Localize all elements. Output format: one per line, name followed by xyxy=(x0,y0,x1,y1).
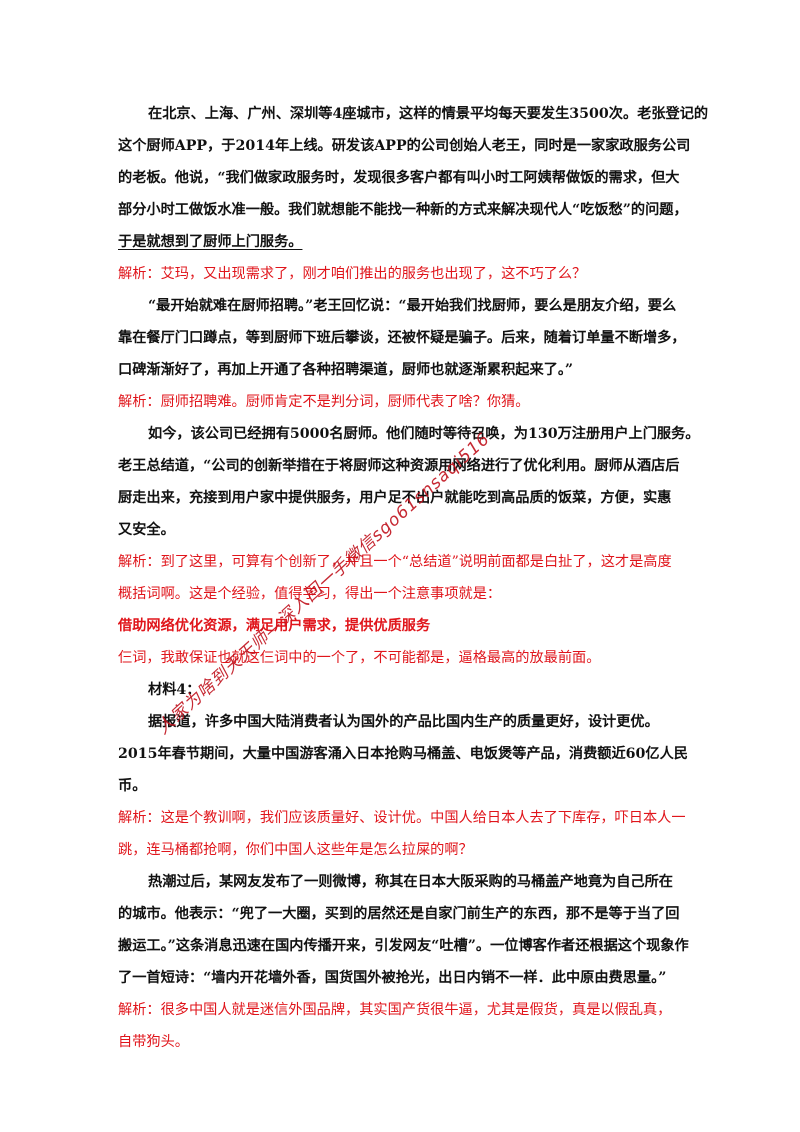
text-line: 于是就想到了厨师上门服务。 xyxy=(118,234,303,250)
text-line: 搬运工。”这条消息迅速在国内传播开来，引发网友“吐槽”。一位博客作者还根据这个现… xyxy=(118,938,689,954)
analysis-note-5: 解析：这是个教训啊，我们应该质量好、设计优。中国人给日本人去了下库存，吓日本人一… xyxy=(118,802,686,866)
text-line: 了一首短诗：“墙内开花墙外香，国货国外被抢光，出日内销不一样．此中原由费思量。” xyxy=(118,970,667,986)
note-line: 仨词，我敢保证也就这仨词中的一个了，不可能都是，逼格最高的放最前面。 xyxy=(118,650,601,666)
note-line: 解析：这是个教训啊，我们应该质量好、设计优。中国人给日本人去了下库存，吓日本人一 xyxy=(118,810,686,826)
note-line: 解析：艾玛，又出现需求了，刚才咱们推出的服务也出现了，这不巧了么？ xyxy=(118,266,587,282)
text-line: 的老板。他说，“我们做家政服务时，发现很多客户都有叫小时工阿姨帮做饭的需求，但大 xyxy=(118,170,680,186)
note-line: 解析：厨师招聘难。厨师肯定不是判分词，厨师代表了啥？你猜。 xyxy=(118,394,530,410)
analysis-note-4: 仨词，我敢保证也就这仨词中的一个了，不可能都是，逼格最高的放最前面。 xyxy=(118,642,686,674)
text-line: 口碑渐渐好了，再加上开通了各种招聘渠道，厨师也就逐渐累积起来了。” xyxy=(118,362,574,378)
text-line: 的城市。他表示：“兜了一大圈，买到的居然还是自家门前生产的东西，那不是等于当了回 xyxy=(118,906,680,922)
text-line: 2015年春节期间，大量中国游客涌入日本抢购马桶盖、电饭煲等产品，消费额近60亿… xyxy=(118,746,688,762)
key-point: 借助网络优化资源，满足用户需求，提供优质服务 xyxy=(118,610,686,642)
material-4-heading: 材料4： xyxy=(118,674,686,706)
note-line: 跳，连马桶都抢啊，你们中国人这些年是怎么拉屎的啊？ xyxy=(118,842,473,858)
text-line: 又安全。 xyxy=(118,522,175,538)
paragraph-5: 热潮过后，某网友发布了一则微博，称其在日本大阪采购的马桶盖产地竟为自己所在 的城… xyxy=(118,866,689,994)
text-line: “最开始就难在厨师招聘。”老王回忆说：“最开始我们找厨师，要么是朋友介绍，要么 xyxy=(148,298,677,314)
text-line: 厨走出来，充接到用户家中提供服务，用户足不出户就能吃到高品质的饭菜，方便，实惠 xyxy=(118,490,672,506)
text-line: 部分小时工做饭水准一般。我们就想能不能找一种新的方式来解决现代人“吃饭愁”的问题… xyxy=(118,202,688,218)
text-line: 币。 xyxy=(118,778,147,794)
key-point-text: 借助网络优化资源，满足用户需求，提供优质服务 xyxy=(118,618,431,634)
text-line: 据报道，许多中国大陆消费者认为国外的产品比国内生产的质量更好，设计更优。 xyxy=(148,714,659,730)
paragraph-2: “最开始就难在厨师招聘。”老王回忆说：“最开始我们找厨师，要么是朋友介绍，要么 … xyxy=(118,290,686,386)
note-line: 概括词啊。这是个经验，值得学习，得出一个注意事项就是： xyxy=(118,586,502,602)
paragraph-4: 据报道，许多中国大陆消费者认为国外的产品比国内生产的质量更好，设计更优。 201… xyxy=(118,706,688,802)
section-heading: 材料4： xyxy=(148,682,201,698)
note-line: 解析：到了这里，可算有个创新了，并且一个“总结道”说明前面都是白扯了，这才是高度 xyxy=(118,554,672,570)
analysis-note-3: 解析：到了这里，可算有个创新了，并且一个“总结道”说明前面都是白扯了，这才是高度… xyxy=(118,546,686,610)
paragraph-3: 如今，该公司已经拥有5000名厨师。他们随时等待召唤，为130万注册用户上门服务… xyxy=(118,418,700,546)
text-line: 这个厨师APP，于2014年上线。研发该APP的公司创始人老王，同时是一家家政服… xyxy=(118,138,691,154)
paragraph-1: 在北京、上海、广州、深圳等4座城市，这样的情景平均每天要发生3500次。老张登记… xyxy=(118,98,709,258)
text-line: 热潮过后，某网友发布了一则微博，称其在日本大阪采购的马桶盖产地竟为自己所在 xyxy=(148,874,673,890)
analysis-note-2: 解析：厨师招聘难。厨师肯定不是判分词，厨师代表了啥？你猜。 xyxy=(118,386,686,418)
note-line: 自带狗头。 xyxy=(118,1034,189,1050)
text-line: 在北京、上海、广州、深圳等4座城市，这样的情景平均每天要发生3500次。老张登记… xyxy=(148,106,709,122)
note-line: 解析：很多中国人就是迷信外国品牌，其实国产货很牛逼，尤其是假货，真是以假乱真， xyxy=(118,1002,672,1018)
text-line: 如今，该公司已经拥有5000名厨师。他们随时等待召唤，为130万注册用户上门服务… xyxy=(148,426,700,442)
text-line: 老王总结道，“公司的创新举措在于将厨师这种资源用网络进行了优化利用。厨师从酒店后 xyxy=(118,458,680,474)
analysis-note-1: 解析：艾玛，又出现需求了，刚才咱们推出的服务也出现了，这不巧了么？ xyxy=(118,258,686,290)
analysis-note-6: 解析：很多中国人就是迷信外国品牌，其实国产货很牛逼，尤其是假货，真是以假乱真， … xyxy=(118,994,686,1058)
text-line: 靠在餐厅门口蹲点，等到厨师下班后攀谈，还被怀疑是骗子。后来，随着订单量不断增多， xyxy=(118,330,686,346)
